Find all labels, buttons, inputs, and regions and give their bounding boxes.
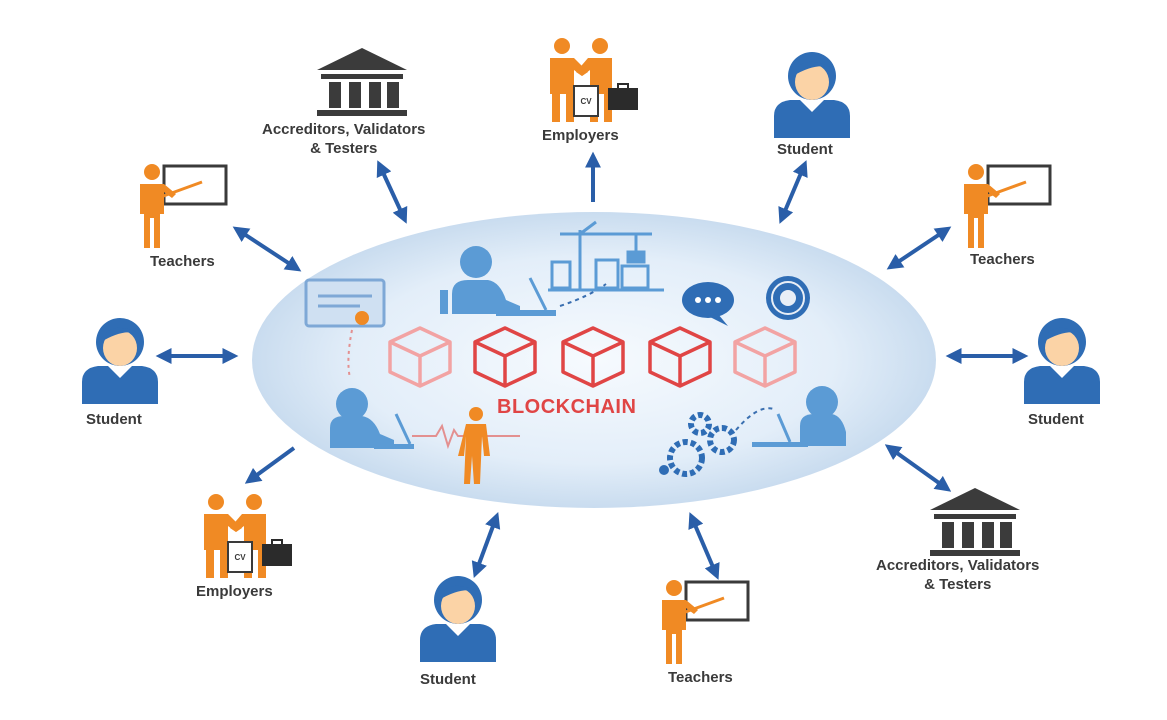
gears-icon xyxy=(667,412,737,477)
teachers-upper-left-label: Teachers xyxy=(150,253,215,270)
arrow-accreditors-top-left xyxy=(376,160,408,224)
accreditors-line-1-lower: Accreditors, Validators xyxy=(876,557,1040,574)
employers-top-label: Employers xyxy=(542,127,619,144)
institution-icon xyxy=(930,488,1020,556)
seal-badge-icon xyxy=(766,276,810,320)
person-laptop-icon-right xyxy=(752,386,846,447)
employers-lower-left-label: Employers xyxy=(196,583,273,600)
student-bottom-label: Student xyxy=(420,671,476,688)
student-right-label: Student xyxy=(1028,411,1084,428)
arrow-student-top-right xyxy=(778,160,808,224)
heartbeat-line xyxy=(412,423,520,450)
student-top-right-label: Student xyxy=(777,141,833,158)
teacher-icon xyxy=(660,578,750,666)
arrow-employers-lower-left xyxy=(244,446,296,484)
student-icon xyxy=(1024,318,1100,404)
arrow-student-bottom xyxy=(471,511,501,579)
human-body-icon xyxy=(458,407,490,484)
accreditors-lower-right-label: Accreditors, Validators & Testers xyxy=(876,556,1039,594)
teacher-icon xyxy=(962,162,1052,250)
accreditors-line-2: & Testers xyxy=(310,140,378,157)
handshake-icon xyxy=(549,37,639,123)
teachers-upper-right-label: Teachers xyxy=(970,251,1035,268)
certificate-icon xyxy=(304,278,386,328)
teacher-icon xyxy=(138,162,228,250)
arrow-teachers-upper-right xyxy=(886,226,952,270)
person-laptop-icon-lower xyxy=(330,388,414,449)
arrow-teachers-bottom xyxy=(688,512,720,580)
arrow-accreditors-lower-right xyxy=(884,444,952,492)
institution-icon xyxy=(317,48,407,116)
accreditors-line-2-lower: & Testers xyxy=(924,576,992,593)
student-icon xyxy=(82,318,158,404)
handshake-icon xyxy=(203,493,293,579)
connection-arrows xyxy=(155,151,1029,580)
accreditors-line-1: Accreditors, Validators xyxy=(262,121,426,138)
student-left-label: Student xyxy=(86,411,142,428)
blockchain-title: BLOCKCHAIN xyxy=(497,396,637,418)
teachers-bottom-label: Teachers xyxy=(668,669,733,686)
student-icon xyxy=(420,576,496,662)
factory-crane-icon xyxy=(548,220,664,292)
student-icon xyxy=(774,52,850,138)
chat-bubble-icon xyxy=(682,282,734,326)
gear-hub xyxy=(659,465,669,475)
accreditors-top-left-label: Accreditors, Validators & Testers xyxy=(262,120,425,158)
person-laptop-icon xyxy=(440,246,556,316)
arrow-teachers-upper-left xyxy=(232,226,302,272)
